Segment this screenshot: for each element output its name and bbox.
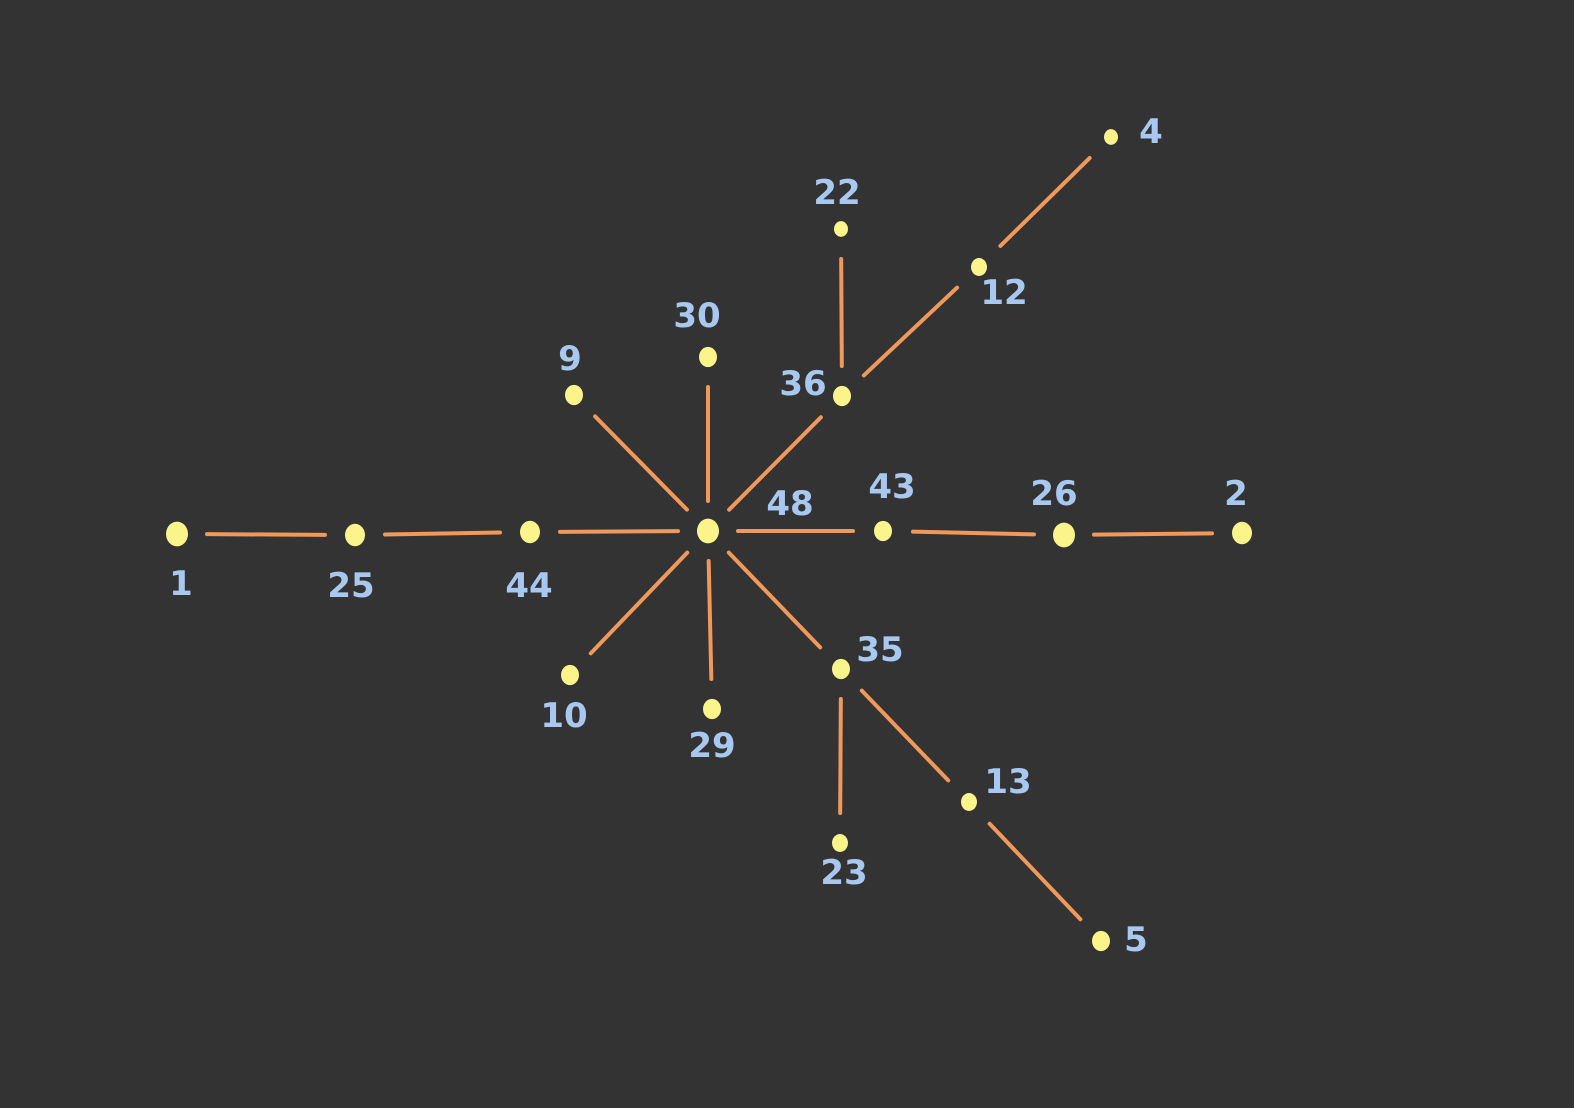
node-label-23: 23 xyxy=(820,853,867,893)
node-label-12: 12 xyxy=(980,273,1027,313)
node-label-13: 13 xyxy=(984,762,1031,802)
node-35 xyxy=(832,658,850,680)
node-label-2: 2 xyxy=(1224,474,1248,514)
edge-35-13 xyxy=(859,688,951,783)
node-label-30: 30 xyxy=(673,296,720,336)
node-label-22: 22 xyxy=(813,173,860,213)
node-48 xyxy=(697,518,719,544)
node-label-36: 36 xyxy=(779,364,826,404)
node-29 xyxy=(703,698,721,720)
node-23 xyxy=(832,834,848,852)
node-1 xyxy=(166,521,188,547)
node-label-10: 10 xyxy=(540,696,587,736)
edge-13-5 xyxy=(987,821,1083,922)
node-2 xyxy=(1232,521,1252,545)
node-label-44: 44 xyxy=(505,566,552,606)
edge-48-36 xyxy=(727,415,823,512)
node-36 xyxy=(833,385,851,407)
node-label-43: 43 xyxy=(868,467,915,507)
node-9 xyxy=(565,384,583,406)
edge-1-25 xyxy=(204,532,328,537)
edge-43-26 xyxy=(910,529,1037,537)
edges-layer xyxy=(204,156,1215,922)
edge-25-44 xyxy=(382,530,503,537)
node-30 xyxy=(699,346,717,368)
nodes-layer xyxy=(166,129,1252,952)
node-label-1: 1 xyxy=(169,564,193,604)
node-22 xyxy=(834,221,848,237)
edge-48-35 xyxy=(726,550,823,650)
node-10 xyxy=(561,664,579,686)
edge-36-12 xyxy=(861,285,960,378)
node-label-9: 9 xyxy=(558,339,582,379)
node-label-35: 35 xyxy=(856,630,903,670)
edge-44-48 xyxy=(557,529,681,534)
node-12 xyxy=(971,258,987,276)
node-label-4: 4 xyxy=(1139,112,1163,152)
edge-48-29 xyxy=(706,558,714,682)
edge-35-23 xyxy=(838,696,843,816)
node-5 xyxy=(1092,930,1110,952)
node-label-26: 26 xyxy=(1030,474,1077,514)
node-label-48: 48 xyxy=(766,484,813,524)
node-4 xyxy=(1104,129,1118,145)
node-label-29: 29 xyxy=(688,726,735,766)
node-25 xyxy=(345,523,365,547)
edge-26-2 xyxy=(1091,531,1215,537)
node-label-5: 5 xyxy=(1124,920,1148,960)
node-43 xyxy=(874,520,892,542)
node-44 xyxy=(520,520,540,544)
edge-36-22 xyxy=(839,256,844,369)
node-label-25: 25 xyxy=(327,566,374,606)
node-26 xyxy=(1053,522,1075,548)
edge-48-10 xyxy=(588,550,690,656)
edge-48-9 xyxy=(593,414,689,512)
node-13 xyxy=(961,793,977,811)
edge-12-4 xyxy=(998,156,1092,248)
